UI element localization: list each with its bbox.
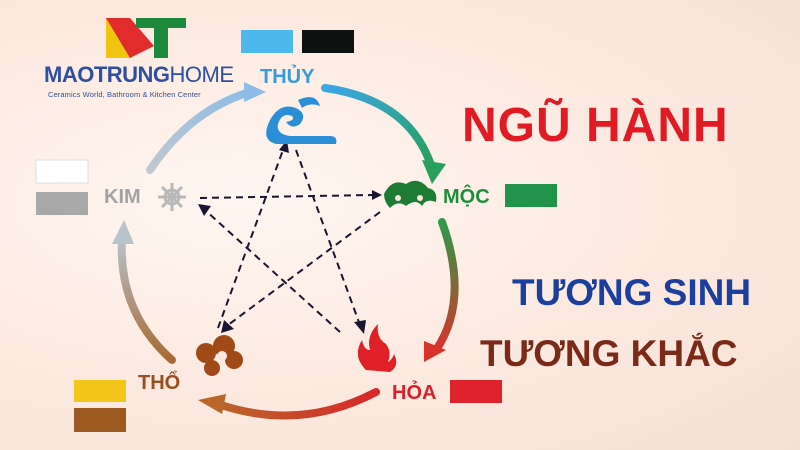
page-title: NGŨ HÀNH [462,99,729,152]
star-hoa-kim [204,209,341,333]
swatch-tho-yellow [74,380,126,402]
label-thuy: THỦY [260,66,315,88]
arc-kim-to-thuy [146,88,254,174]
swatch-tho-brown [74,408,126,432]
arrowhead-hoa [424,341,446,362]
fire-icon [357,324,397,372]
controlling-star [199,149,381,333]
swatch-thuy-blue [241,30,293,53]
star-kim-moc [199,194,373,199]
swatch-moc-green [505,184,557,207]
arrowhead-moc [422,160,446,184]
earth-icon [196,335,243,376]
star-tho-thuy [217,149,284,329]
label-tho: THỔ [138,372,181,394]
arc-moc-to-hoa [432,218,459,354]
brand-logo[interactable]: MAOTRUNGHOME Ceramics World, Bathroom & … [44,18,244,99]
subtitle-tuong-khac: TƯƠNG KHẮC [480,333,738,374]
metal-icon [158,183,186,211]
arrowhead-tho [198,394,226,414]
subtitle-tuong-sinh: TƯƠNG SINH [512,272,752,313]
arc-tho-to-kim [117,234,176,364]
label-hoa: HỎA [392,382,437,404]
arrowhead-thuy [244,82,266,102]
swatch-thuy-black [302,30,354,53]
logo-tagline: Ceramics World, Bathroom & Kitchen Cente… [48,90,201,99]
logo-mark-icon [106,18,186,58]
water-icon [266,97,337,144]
swatch-kim-white [35,159,89,184]
swatch-kim-gray [36,192,88,215]
logo-wordmark: MAOTRUNGHOME [44,62,234,87]
swatch-hoa-red [450,380,502,403]
label-moc: MỘC [443,186,490,208]
generating-cycle [112,82,459,420]
arc-thuy-to-moc [321,84,436,172]
label-kim: KIM [104,186,141,208]
arc-hoa-to-tho [214,388,380,420]
star-moc-tho [227,211,381,326]
arrowhead-kim [112,220,134,244]
wood-icon [384,180,437,208]
star-thuy-hoa [295,149,361,326]
